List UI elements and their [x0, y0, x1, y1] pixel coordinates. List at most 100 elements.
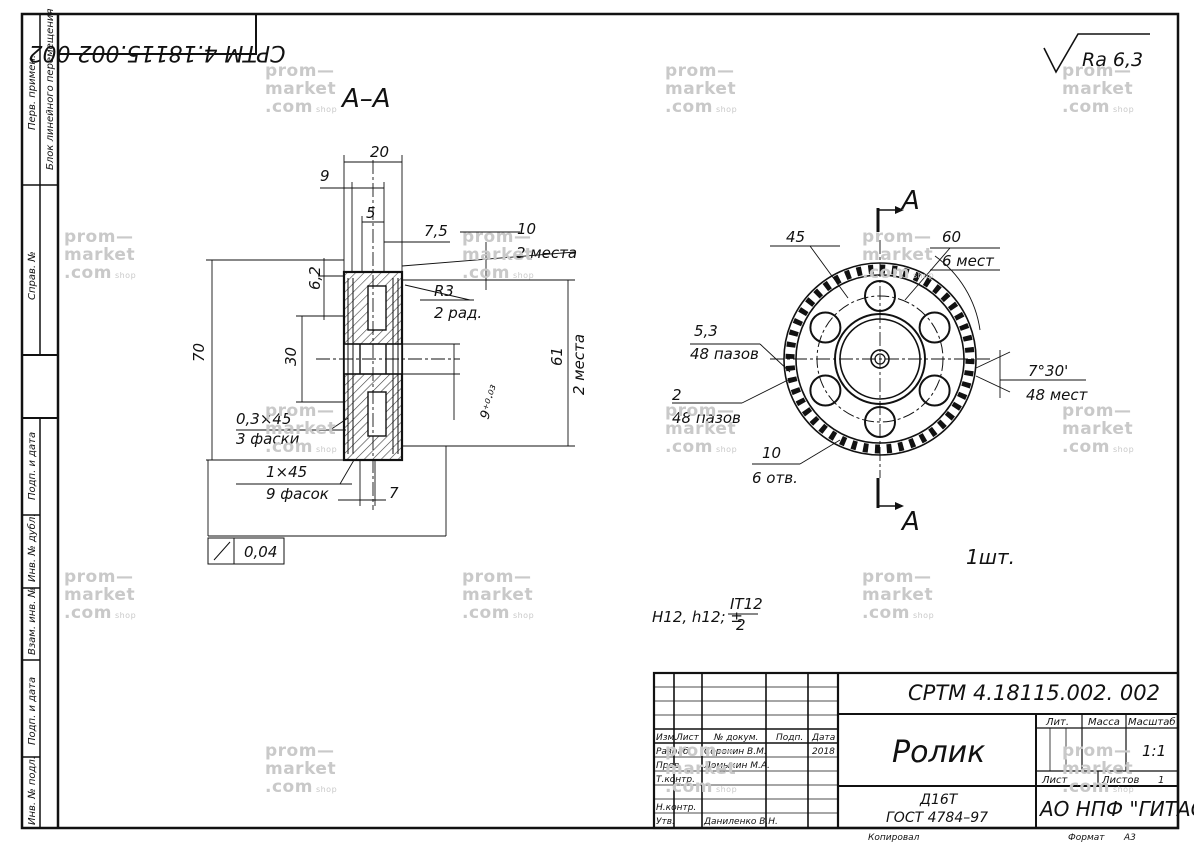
dim-2-rad: 2 рад.	[434, 304, 482, 322]
dim-6-places: 6 мест	[942, 252, 995, 270]
dim-angle: 7°30'	[1028, 362, 1068, 380]
dim-5-3: 5,3	[694, 322, 718, 340]
side-label-vzam-inv: Взам. инв. №	[27, 587, 38, 655]
svg-text:Лист: Лист	[675, 733, 700, 743]
side-label-inv-podl: Инв. № подл.	[27, 756, 38, 825]
dim-6-holes: 6 отв.	[752, 469, 798, 487]
top-stamp: СРТМ 4.18115.002 002	[29, 40, 286, 65]
dim-60: 60	[942, 228, 961, 246]
company: АО НПФ "ГИТАС"	[1038, 797, 1194, 821]
svg-text:1: 1	[1158, 775, 1164, 786]
dim-7-5: 7,5	[424, 222, 448, 240]
dim-5: 5	[366, 204, 376, 222]
dim-2: 2	[672, 386, 682, 404]
dim-48-slots: 48 пазов	[690, 345, 759, 363]
front-view: А А 45 60 6 мест 5,3 48 пазов 2 48 пазов…	[672, 186, 1089, 537]
svg-text:Масса: Масса	[1088, 717, 1120, 728]
side-label-podp-data-1: Подп. и дата	[27, 432, 38, 500]
designation: СРТМ 4.18115.002. 002	[908, 681, 1160, 705]
dim-3-ch: 3 фаски	[236, 430, 300, 448]
svg-text:Лит.: Лит.	[1045, 717, 1069, 728]
part-name: Ролик	[892, 735, 985, 770]
section-title: А–А	[340, 84, 391, 114]
title-block-text: СРТМ 4.18115.002. 002 Ролик Д16Т ГОСТ 47…	[656, 681, 1194, 843]
dim-10: 10	[517, 220, 536, 238]
dim-20: 20	[370, 143, 389, 161]
svg-text:Подп.: Подп.	[776, 733, 803, 743]
dim-9-tol: 9⁺⁰·⁰³	[478, 383, 504, 421]
svg-text:Н.контр.: Н.контр.	[656, 803, 696, 813]
section-view: 0,04 20 9 5 7,5 10 2 места R3 2 рад. 6,2…	[190, 143, 588, 565]
dim-ch-03: 0,3×45	[236, 410, 292, 428]
svg-text:2018: 2018	[812, 747, 835, 757]
svg-text:Формат: Формат	[1068, 833, 1105, 843]
material-1: Д16Т	[919, 792, 959, 808]
side-label-podp-data-2: Подп. и дата	[27, 677, 38, 745]
dim-r3: R3	[434, 282, 454, 300]
svg-text:А3: А3	[1123, 833, 1136, 843]
svg-text:№ докум.: № докум.	[713, 733, 758, 743]
tolerance-note: H12, h12; ± IT12 2	[652, 595, 763, 634]
dim-9: 9	[320, 167, 330, 185]
side-label-perv-primen: Перв. примен.	[27, 55, 38, 130]
dim-9-ch: 9 фасок	[266, 485, 329, 503]
svg-text:Лист: Лист	[1041, 775, 1069, 786]
material-2: ГОСТ 4784–97	[886, 810, 988, 826]
dim-48-places: 48 мест	[1026, 386, 1089, 404]
svg-text:Даниленко В.Н.: Даниленко В.Н.	[703, 817, 778, 827]
svg-text:Сорокин В.М.: Сорокин В.М.	[704, 747, 767, 757]
svg-text:Масштаб: Масштаб	[1128, 716, 1176, 728]
dim-2-places: 2 места	[516, 244, 577, 262]
svg-text:Изм.: Изм.	[656, 733, 677, 743]
roughness-text: Ra 6,3	[1082, 49, 1143, 71]
svg-text:Листов: Листов	[1101, 775, 1139, 786]
dim-ch-1: 1×45	[266, 463, 307, 481]
svg-text:Утв.: Утв.	[656, 817, 675, 827]
cut-label-top: А	[900, 186, 920, 216]
title-block	[652, 671, 1180, 830]
svg-text:Пров.: Пров.	[656, 761, 682, 771]
dim-30: 30	[282, 347, 300, 366]
svg-text:IT12: IT12	[730, 595, 763, 613]
dim-10-holes: 10	[762, 444, 781, 462]
dim-6-2: 6,2	[306, 266, 324, 290]
roughness-symbol	[1043, 33, 1150, 74]
side-label-block-note: Блок линейного перемещения	[45, 9, 56, 170]
dim-7: 7	[389, 484, 399, 502]
svg-text:1:1: 1:1	[1142, 742, 1166, 760]
side-label-inv-dubl: Инв. № дубл.	[26, 514, 38, 582]
dim-45: 45	[786, 228, 805, 246]
dim-61: 61	[548, 347, 566, 366]
quantity: 1шт.	[966, 545, 1015, 569]
runout-value: 0,04	[244, 543, 277, 561]
cut-label-bottom: А	[900, 507, 920, 537]
svg-text:Копировал: Копировал	[868, 833, 920, 843]
side-label-sprav: Справ. №	[27, 251, 38, 300]
svg-text:Т.контр.: Т.контр.	[656, 775, 695, 785]
outer-frame	[20, 12, 1180, 830]
dim-61-places: 2 места	[570, 334, 588, 395]
svg-text:Дата: Дата	[811, 733, 835, 743]
svg-text:Ломыкин М.А.: Ломыкин М.А.	[703, 761, 770, 771]
svg-text:2: 2	[736, 616, 746, 634]
svg-text:Разраб.: Разраб.	[656, 747, 691, 757]
dim-70: 70	[190, 343, 208, 362]
dim-48-slots-b: 48 пазов	[672, 409, 741, 427]
svg-text:H12, h12; ±: H12, h12; ±	[652, 608, 743, 626]
